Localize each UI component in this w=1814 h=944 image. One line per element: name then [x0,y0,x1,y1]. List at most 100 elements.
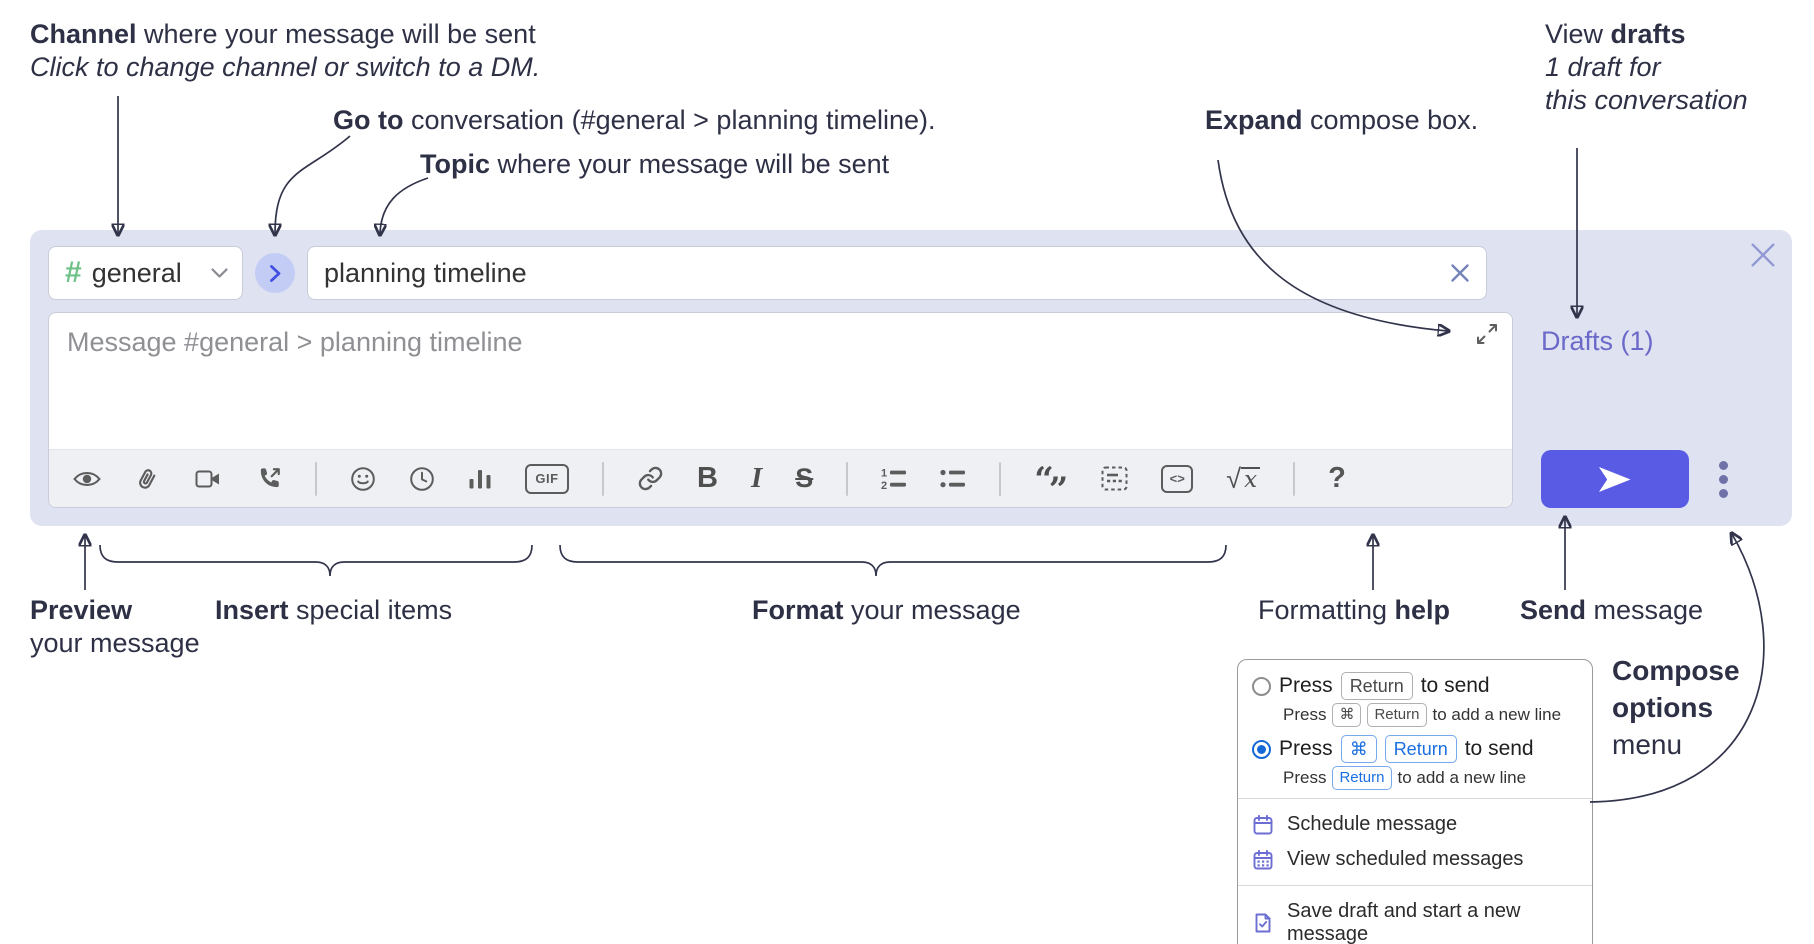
eye-icon [73,471,101,486]
compose-options-popup: Press Return to send Press ⌘ Return to a… [1237,659,1593,944]
topic-pointer-line [380,177,429,234]
save-draft-icon [1255,913,1271,933]
link-icon [638,466,663,491]
toolbar-divider [846,461,849,496]
quote-icon: “ ” [1034,459,1069,510]
insert-annotation: Insert special items [215,595,453,625]
preview-button[interactable] [73,461,101,497]
emoji-button[interactable] [350,461,376,497]
voice-call-button[interactable] [256,461,282,497]
chevron-down-icon [211,267,228,278]
option-press-return-to-send[interactable]: Press Return to send [1252,672,1578,700]
menu-item-view-scheduled-messages[interactable]: View scheduled messages [1252,842,1578,877]
kbd-return: Return [1340,672,1413,700]
format-brace [559,544,1227,577]
paperclip-icon [139,468,156,489]
formatting-help-annotation: Formatting help [1258,595,1451,625]
toolbar-divider [602,461,604,496]
numbered-list-button[interactable]: 1 2 [881,461,907,497]
topic-field [307,246,1487,300]
option-press-cmd-return-to-send[interactable]: Press ⌘ Return to send [1252,735,1578,763]
bold-icon: B [697,462,718,494]
question-mark-icon: ? [1328,462,1346,494]
kebab-dot [1719,474,1728,484]
kebab-dot [1719,488,1728,498]
add-gif-button[interactable]: GIF [525,461,569,497]
attach-file-button[interactable] [134,461,160,497]
drafts-link[interactable]: Drafts (1) [1541,326,1774,357]
message-placeholder: Message #general > planning timeline [67,327,523,357]
calendar-view-icon [1253,849,1273,869]
video-camera-icon [195,470,219,487]
smiley-icon [351,466,375,491]
close-icon [1751,243,1775,267]
compose-box-panel: # general [30,230,1792,526]
phone-call-icon [260,467,280,487]
channel-annotation: Channel where your message will be sent … [30,19,541,82]
send-button[interactable] [1541,450,1689,508]
channel-selector[interactable]: # general [48,246,243,300]
format-annotation: Format your message [752,595,1021,625]
italic-icon: I [750,462,763,494]
menu-item-save-draft[interactable]: Save draft and start a new message [1252,894,1578,944]
add-poll-button[interactable] [468,461,492,497]
channel-hash-icon: # [65,256,82,289]
goto-pointer-line [275,135,351,234]
go-to-conversation-button[interactable] [255,253,295,293]
calendar-schedule-icon [1253,814,1273,834]
clear-topic-x-icon [1451,264,1469,282]
link-button[interactable] [637,461,664,497]
formatting-help-button[interactable]: ? [1328,461,1346,497]
message-box: Message #general > planning timeline [48,312,1513,510]
italic-button[interactable]: I [751,461,762,497]
goto-annotation: Go to conversation (#general > planning … [333,105,936,135]
svg-text:1: 1 [881,467,887,479]
clear-topic-button[interactable] [1450,263,1470,283]
compose-right-column: Drafts (1) [1513,312,1774,508]
preview-annotation: Preview your message [30,595,200,658]
toolbar-divider [999,461,1002,496]
video-call-button[interactable] [193,461,223,497]
topic-annotation: Topic where your message will be sent [420,149,890,179]
menu-item-schedule-message[interactable]: Schedule message [1252,807,1578,842]
chevron-right-icon [269,264,280,282]
view-drafts-annotation: View drafts 1 draft for this conversatio… [1545,19,1748,115]
popup-divider [1238,885,1592,886]
radio-selected-icon[interactable] [1252,739,1271,759]
kbd-cmd: ⌘ [1332,703,1362,727]
toolbar-divider [1293,461,1296,496]
expand-compose-button[interactable] [1476,323,1498,348]
bold-button[interactable]: B [697,461,718,497]
math-latex-icon: √x [1226,465,1261,492]
math-button[interactable]: √x [1226,461,1261,497]
channel-name: general [91,257,182,288]
quote-button[interactable]: “ ” [1034,459,1069,510]
gif-icon: GIF [525,463,569,494]
kbd-return: Return [1367,703,1427,727]
expand-annotation: Expand compose box. [1205,105,1479,135]
code-button[interactable]: <> [1161,461,1194,497]
svg-text:2: 2 [881,480,887,491]
option-cmd-return-subtext: Press Return to add a new line [1283,766,1578,790]
strikethrough-button[interactable]: S [795,461,813,497]
spoiler-button[interactable] [1101,461,1128,497]
toolbar-divider [315,461,317,496]
compose-options-menu-button[interactable] [1715,457,1732,502]
radio-unselected-icon[interactable] [1252,676,1271,696]
message-textarea[interactable]: Message #general > planning timeline [49,313,1512,449]
send-row [1541,450,1774,508]
bulleted-list-button[interactable] [940,461,966,497]
numbered-list-icon: 1 2 [881,467,907,491]
compose-body-row: Message #general > planning timeline [48,312,1774,510]
topic-input[interactable] [324,257,1450,289]
close-compose-button[interactable] [1750,242,1776,271]
popup-divider [1238,798,1592,799]
add-global-time-button[interactable] [409,461,435,497]
spoiler-icon [1101,466,1128,491]
insert-brace [99,544,533,577]
send-message-annotation: Send message [1520,595,1704,625]
bulleted-list-icon [940,469,966,487]
bar-chart-poll-icon [469,469,491,488]
recipient-row: # general [48,243,1775,300]
